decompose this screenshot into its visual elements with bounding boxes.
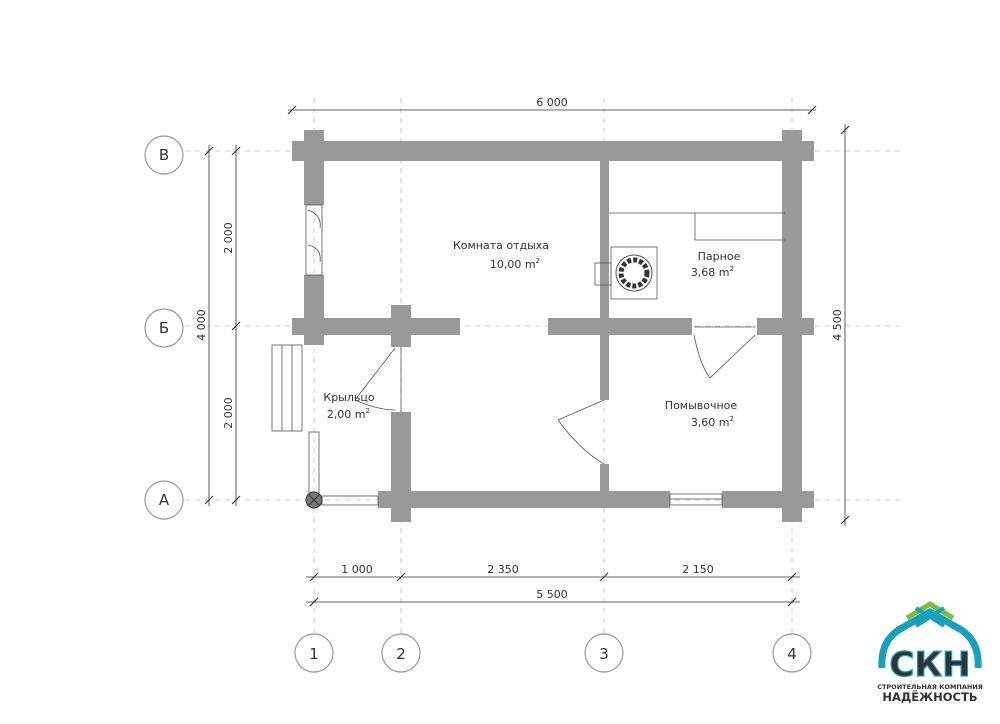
dim-top-total: 6 000	[536, 96, 568, 109]
svg-text:А: А	[159, 491, 170, 509]
openings	[271, 204, 785, 509]
axis-bubble-col-3: 3	[584, 633, 624, 673]
svg-text:В: В	[159, 146, 169, 164]
company-logo: СКН СТРОИТЕЛЬНАЯ КОМПАНИЯ НАДЁЖНОСТЬ	[877, 601, 983, 704]
dim-left-seg-2: 2 000	[222, 397, 235, 429]
room-porch-name: Крыльцо	[323, 391, 374, 404]
dim-right-total: 4 500	[831, 309, 844, 341]
svg-text:1: 1	[309, 645, 319, 663]
svg-text:Б: Б	[159, 319, 169, 337]
room-steam-name: Парное	[698, 250, 741, 263]
axis-bubble-row-b: Б	[144, 308, 184, 348]
logo-line-2: НАДЁЖНОСТЬ	[882, 689, 977, 704]
axis-bubble-row-a: А	[144, 480, 184, 520]
room-wash-name: Помывочное	[665, 399, 738, 412]
dim-bottom-seg-1: 1 000	[341, 563, 373, 576]
dim-bottom-seg-3: 2 150	[682, 563, 714, 576]
axis-bubble-row-v: В	[144, 135, 184, 175]
room-rest-area: 10,00 m2	[490, 257, 540, 271]
svg-text:3: 3	[599, 645, 609, 663]
svg-text:4: 4	[787, 645, 797, 663]
walls	[292, 130, 814, 522]
room-porch-area: 2,00 m2	[327, 407, 370, 421]
dim-left-total: 4 000	[195, 309, 208, 341]
svg-text:2: 2	[396, 645, 406, 663]
room-steam-area: 3,68 m2	[691, 265, 734, 279]
dimension-lines	[204, 105, 850, 607]
axis-bubble-col-2: 2	[381, 633, 421, 673]
dim-bottom-total: 5 500	[536, 588, 568, 601]
dim-left-seg-1: 2 000	[222, 222, 235, 254]
dim-bottom-seg-2: 2 350	[487, 563, 519, 576]
axis-bubble-col-4: 4	[772, 633, 812, 673]
logo-letters: СКН	[889, 645, 970, 685]
logo-line-1: СТРОИТЕЛЬНАЯ КОМПАНИЯ	[877, 683, 983, 691]
room-wash-area: 3,60 m2	[691, 415, 734, 429]
axis-bubble-col-1: 1	[294, 633, 334, 673]
room-rest-name: Комната отдыха	[453, 239, 549, 252]
